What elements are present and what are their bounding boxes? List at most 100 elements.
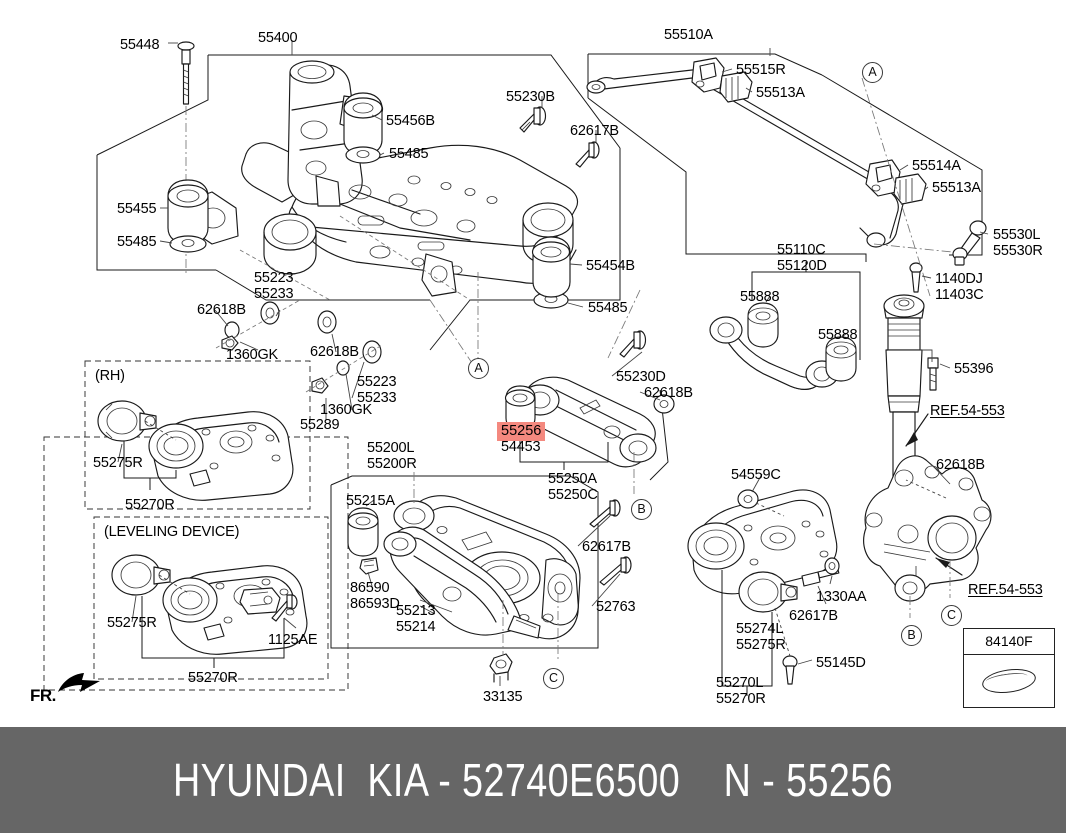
rear-crossmember-55400 bbox=[187, 60, 579, 297]
bolt-1140DJ bbox=[909, 262, 923, 293]
part-label-55888-a: 55888 bbox=[740, 289, 780, 305]
bolt-55230B bbox=[519, 106, 547, 133]
part-label-55250C: 55250C bbox=[548, 487, 598, 503]
part-label-62617B-b: 62617B bbox=[582, 539, 631, 555]
part-label-55200R: 55200R bbox=[367, 456, 417, 472]
leader-lines bbox=[117, 40, 989, 686]
part-label-55270L: 55270L bbox=[716, 675, 764, 691]
part-label-62618B-b: 62618B bbox=[310, 344, 359, 360]
washer-54559C bbox=[737, 489, 759, 509]
part-label-52763: 52763 bbox=[596, 599, 636, 615]
group-label-rh: (RH) bbox=[95, 368, 125, 384]
bushing-55275R-a bbox=[97, 400, 157, 442]
plug-grommet-icon bbox=[980, 665, 1038, 697]
part-label-55275R-c: 55275R bbox=[736, 637, 786, 653]
bolt-52763 bbox=[599, 556, 632, 586]
bushing-55275R-b bbox=[111, 554, 171, 596]
part-label-55514A: 55514A bbox=[912, 158, 961, 174]
bushing-knuckle-lower bbox=[894, 574, 926, 602]
front-direction-label: FR. bbox=[30, 686, 56, 705]
diagram-linework: .s{fill:none;stroke:#1a1a1a;stroke-width… bbox=[43, 40, 992, 696]
part-label-55275R-b: 55275R bbox=[107, 615, 157, 631]
part-label-62617B-c: 62617B bbox=[789, 608, 838, 624]
footer-caption: HYUNDAI KIA - 52740E6500 N - 55256 bbox=[172, 754, 894, 806]
reference-label-54-553-a: REF.54-553 bbox=[930, 403, 1005, 419]
bushing-55455 bbox=[167, 179, 209, 245]
assembly-axis-link bbox=[873, 243, 953, 253]
bolt-62617B-a bbox=[575, 141, 600, 168]
part-label-55233-a: 55233 bbox=[254, 286, 294, 302]
reference-circle-c: C bbox=[543, 668, 564, 689]
bushing-55513A-a bbox=[719, 71, 753, 103]
assembly-dash-1 bbox=[339, 215, 471, 301]
diagram-canvas: .s{fill:none;stroke:#1a1a1a;stroke-width… bbox=[0, 0, 1066, 727]
part-label-62618B-c: 62618B bbox=[936, 457, 985, 473]
part-label-1140DJ: 1140DJ bbox=[935, 271, 983, 287]
part-label-55214: 55214 bbox=[396, 619, 436, 635]
part-label-55530L: 55530L bbox=[993, 227, 1041, 243]
reference-circle-c2: C bbox=[941, 605, 962, 626]
part-label-55110C: 55110C bbox=[777, 242, 826, 258]
assembly-dash-2 bbox=[239, 249, 331, 301]
part-label-55400: 55400 bbox=[258, 30, 298, 46]
part-label-55485-a: 55485 bbox=[389, 146, 429, 162]
clip-86590 bbox=[359, 557, 379, 575]
part-label-55485-b: 55485 bbox=[117, 234, 157, 250]
part-label-1360GK-a: 1360GK bbox=[226, 347, 279, 363]
part-label-55513A-a: 55513A bbox=[756, 85, 805, 101]
spring-pad-55213 bbox=[383, 526, 541, 639]
group-label-leveling-device: (LEVELING DEVICE) bbox=[104, 524, 240, 540]
reference-circle-a2: A bbox=[468, 358, 489, 379]
part-label-55510A: 55510A bbox=[664, 27, 713, 43]
bushing-55456B bbox=[343, 92, 383, 156]
trailing-arm-rh bbox=[148, 411, 294, 501]
part-label-33135: 33135 bbox=[483, 689, 523, 705]
washer-55485-b bbox=[169, 235, 207, 253]
part-label-55289: 55289 bbox=[300, 417, 340, 433]
axis-A-2b bbox=[429, 299, 479, 373]
part-label-55230B: 55230B bbox=[506, 89, 555, 105]
part-label-55530R: 55530R bbox=[993, 243, 1043, 259]
part-label-55275R-a: 55275R bbox=[93, 455, 143, 471]
bushing-55888-b bbox=[825, 336, 857, 382]
part-label-62617B-a: 62617B bbox=[570, 123, 619, 139]
part-label-55270R-c: 55270R bbox=[716, 691, 766, 707]
bolt-55145D bbox=[782, 655, 798, 685]
part-label-55485-c: 55485 bbox=[588, 300, 628, 316]
stabilizer-link-55530 bbox=[952, 220, 987, 266]
reference-circle-a: A bbox=[862, 62, 883, 83]
reference-circle-b: B bbox=[631, 499, 652, 520]
bushing-55256 bbox=[504, 385, 536, 431]
part-label-55396: 55396 bbox=[954, 361, 994, 377]
highlighted-part-number[interactable]: 55256 bbox=[497, 422, 546, 441]
part-label-1360GK-b: 1360GK bbox=[320, 402, 373, 418]
part-label-86590: 86590 bbox=[350, 580, 390, 596]
legend-illustration bbox=[964, 655, 1054, 707]
legend-box-84140F: 84140F bbox=[963, 628, 1055, 708]
nut-33135 bbox=[489, 653, 513, 683]
bolt-55396 bbox=[927, 357, 939, 391]
rh-group-box bbox=[84, 360, 311, 510]
part-label-55145D: 55145D bbox=[816, 655, 866, 671]
part-label-54453: 54453 bbox=[501, 439, 541, 455]
ref-arrowhead-1 bbox=[906, 432, 918, 446]
bushing-55274L bbox=[738, 571, 798, 613]
trailing-arm-right bbox=[687, 489, 838, 595]
part-label-55274L: 55274L bbox=[736, 621, 784, 637]
bolt-1125AE bbox=[271, 594, 298, 622]
part-label-62618B-d: 62618B bbox=[644, 385, 693, 401]
bushing-55513A-b bbox=[893, 173, 927, 205]
part-label-55448: 55448 bbox=[120, 37, 160, 53]
part-label-55454B: 55454B bbox=[586, 258, 635, 274]
reference-circle-b2: B bbox=[901, 625, 922, 646]
part-label-55230D: 55230D bbox=[616, 369, 666, 385]
part-label-1125AE: 1125AE bbox=[268, 632, 318, 648]
bushing-55215A bbox=[347, 507, 379, 557]
bushing-55454B bbox=[531, 236, 571, 298]
fastener-cluster-right bbox=[305, 310, 383, 394]
bolt-55230D bbox=[619, 330, 647, 358]
axis-55230D bbox=[607, 289, 641, 359]
part-label-55223-b: 55223 bbox=[357, 374, 397, 390]
bolt-62617B-b bbox=[589, 499, 621, 528]
